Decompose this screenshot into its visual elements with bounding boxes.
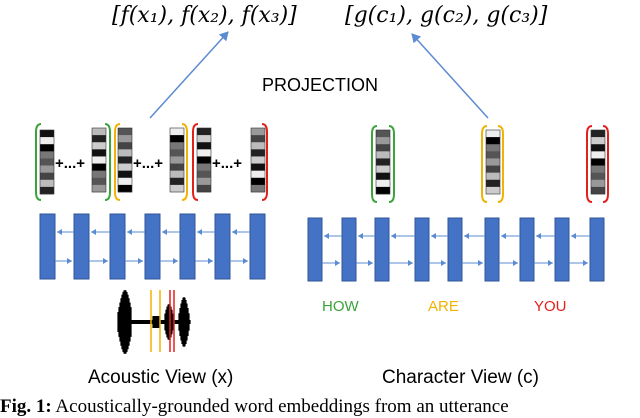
- embedding-vector-icon: [375, 129, 391, 195]
- bracket-icon: [35, 123, 42, 201]
- rnn-cell-icon: [484, 217, 500, 282]
- acoustic-sum-label-3: +...+: [212, 155, 242, 172]
- rnn-cell-icon: [214, 213, 231, 280]
- rnn-cell-icon: [414, 217, 430, 282]
- embedding-vector-icon: [169, 127, 185, 193]
- bracket-icon: [497, 125, 504, 203]
- rnn-cell-icon: [554, 217, 570, 282]
- rnn-cell-icon: [73, 213, 90, 280]
- bracket-icon: [261, 123, 268, 201]
- acoustic-view-label: Acoustic View (x): [88, 367, 233, 388]
- rnn-cell-icon: [307, 217, 323, 282]
- acoustic-output-formula: [f(x₁), f(x₂), f(x₃)]: [112, 3, 297, 28]
- character-embedding-vectors: [375, 129, 606, 195]
- figure-caption: Fig. 1: Acoustically-grounded word embed…: [0, 396, 640, 418]
- bracket-icon: [481, 125, 488, 203]
- character-output-formula: [g(c₁), g(c₂), g(c₃)]: [345, 3, 548, 28]
- projection-label: PROJECTION: [262, 75, 378, 95]
- acoustic-embedding-vectors: [39, 127, 266, 195]
- rnn-cell-icon: [374, 217, 390, 282]
- embedding-vector-icon: [485, 129, 501, 195]
- word-how: HOW: [322, 298, 360, 315]
- embedding-vector-icon: [250, 127, 266, 193]
- bracket-icon: [114, 123, 121, 201]
- embedding-vector-icon: [39, 129, 55, 195]
- acoustic-rnn: [39, 213, 266, 280]
- rnn-cell-icon: [144, 213, 161, 280]
- rnn-cell-icon: [249, 213, 266, 280]
- bracket-icon: [192, 123, 199, 201]
- waveform-icon: [117, 290, 191, 354]
- word-you: YOU: [534, 298, 567, 315]
- caption-label: Fig. 1:: [0, 396, 52, 417]
- bracket-icon: [602, 125, 609, 203]
- rnn-cell-icon: [179, 213, 196, 280]
- waveform-trace: [117, 290, 191, 354]
- embedding-vector-icon: [117, 127, 133, 193]
- embedding-vector-icon: [91, 127, 107, 193]
- rnn-cell-icon: [109, 213, 126, 280]
- projection-arrow-character: [411, 33, 489, 119]
- rnn-cell-icon: [39, 213, 56, 280]
- projection-arrow-acoustic: [149, 31, 229, 119]
- character-view-label: Character View (c): [382, 367, 539, 388]
- caption-text: Acoustically-grounded word embeddings fr…: [51, 396, 509, 417]
- embedding-vector-icon: [590, 129, 606, 195]
- word-segment-brackets: [35, 123, 609, 203]
- rnn-cell-icon: [341, 217, 357, 282]
- character-rnn: [307, 217, 605, 282]
- rnn-cell-icon: [589, 217, 605, 282]
- embedding-vector-icon: [196, 127, 212, 193]
- bracket-icon: [181, 123, 188, 201]
- acoustic-sum-label-1: +...+: [55, 155, 85, 172]
- bracket-icon: [586, 125, 593, 203]
- word-are: ARE: [428, 298, 459, 315]
- acoustic-sum-label-2: +...+: [133, 155, 163, 172]
- rnn-cell-icon: [519, 217, 535, 282]
- bracket-icon: [371, 125, 378, 203]
- bracket-icon: [104, 123, 111, 201]
- rnn-cell-icon: [447, 217, 463, 282]
- bracket-icon: [388, 125, 395, 203]
